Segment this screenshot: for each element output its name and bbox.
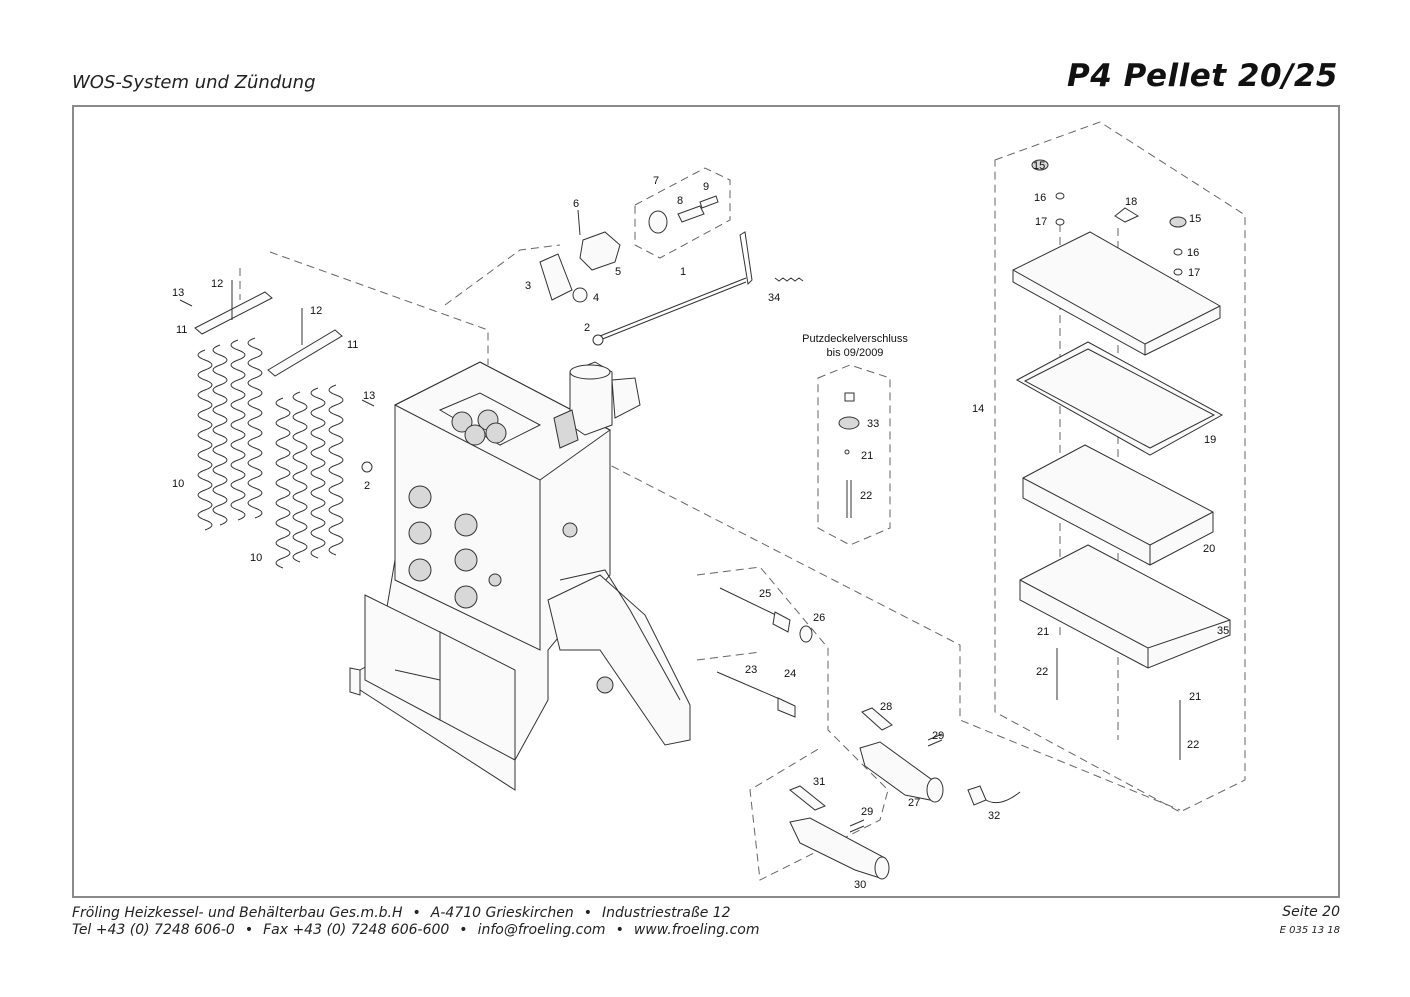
part-label: 11 <box>347 339 358 351</box>
part-label: 25 <box>759 588 771 600</box>
part-label: 21 <box>1189 691 1201 703</box>
part-label: 17 <box>1188 267 1200 279</box>
part-label: 30 <box>854 879 866 891</box>
footer-separator: • <box>615 922 624 938</box>
footer-phone: Tel +43 (0) 7248 606-0 <box>72 922 235 938</box>
ignition-parts <box>716 587 1021 880</box>
part-labels: 1 2 2 3 4 5 6 7 8 9 10 10 11 11 12 12 13… <box>172 160 1229 891</box>
part-label: 22 <box>1187 739 1199 751</box>
part-label: 24 <box>784 668 796 680</box>
footer-city: A-4710 Grieskirchen <box>430 905 574 921</box>
part-label: 32 <box>988 810 1000 822</box>
footer-email[interactable]: info@froeling.com <box>477 922 606 938</box>
product-title: P4 Pellet 20/25 <box>1067 58 1338 94</box>
note-line-1: Putzdeckelverschluss <box>802 333 908 345</box>
cover-latch-parts <box>838 392 860 518</box>
part-label: 3 <box>525 280 531 292</box>
part-label: 17 <box>1035 216 1047 228</box>
footer-web[interactable]: www.froeling.com <box>633 922 760 938</box>
part-label: 12 <box>310 305 322 317</box>
part-label: 15 <box>1189 213 1201 225</box>
part-label: 21 <box>1037 626 1049 638</box>
part-label: 18 <box>1125 196 1137 208</box>
part-label: 29 <box>861 806 873 818</box>
footer-company: Fröling Heizkessel- und Behälterbau Ges.… <box>72 905 403 921</box>
part-label: 16 <box>1034 192 1046 204</box>
part-label: 20 <box>1203 543 1215 555</box>
part-label: 8 <box>677 195 683 207</box>
part-label: 23 <box>745 664 757 676</box>
part-label: 16 <box>1187 247 1199 259</box>
part-label: 9 <box>703 181 709 193</box>
part-label: 2 <box>584 322 590 334</box>
drawing-frame <box>72 105 1340 898</box>
footer-contact-line: Tel +43 (0) 7248 606-0 • Fax +43 (0) 7248 … <box>72 922 760 938</box>
part-label: 1 <box>680 266 686 278</box>
footer-separator: • <box>583 905 592 921</box>
part-label: 10 <box>172 478 184 490</box>
part-label: 6 <box>573 198 579 210</box>
wos-drive-parts <box>361 195 804 473</box>
part-label: 19 <box>1204 434 1216 446</box>
part-label: 14 <box>972 403 984 415</box>
part-label: 26 <box>813 612 825 624</box>
footer-street: Industriestraße 12 <box>601 905 731 921</box>
part-label: 27 <box>908 797 920 809</box>
part-label: 29 <box>932 730 944 742</box>
part-label: 4 <box>593 292 599 304</box>
footer-separator: • <box>244 922 254 938</box>
part-label: 33 <box>867 418 879 430</box>
footer-separator: • <box>459 922 468 938</box>
part-label: 13 <box>172 287 184 299</box>
cover-assembly <box>1012 159 1231 760</box>
part-label: 11 <box>176 324 187 336</box>
part-label: 21 <box>861 450 873 462</box>
page-number: Seite 20 <box>1282 904 1340 920</box>
part-label: 22 <box>1036 666 1048 678</box>
part-label: 2 <box>364 480 370 492</box>
part-label: 13 <box>363 390 375 402</box>
part-label: 34 <box>768 292 780 304</box>
drawing-note: Putzdeckelverschluss bis 09/2009 <box>802 333 908 359</box>
part-label: 15 <box>1033 160 1045 172</box>
part-label: 31 <box>813 776 825 788</box>
footer-fax: Fax +43 (0) 7248 606-600 <box>263 922 450 938</box>
part-label: 28 <box>880 701 892 713</box>
footer-separator: • <box>412 905 421 921</box>
section-title: WOS-System und Zündung <box>72 72 316 93</box>
part-label: 5 <box>615 266 621 278</box>
part-label: 12 <box>211 278 223 290</box>
turbulator-springs <box>179 280 375 569</box>
part-label: 35 <box>1217 625 1229 637</box>
part-label: 7 <box>653 175 659 187</box>
document-number: E 035 13 18 <box>1279 925 1340 936</box>
footer-company-line: Fröling Heizkessel- und Behälterbau Ges.… <box>72 905 731 921</box>
note-line-2: bis 09/2009 <box>827 347 884 359</box>
part-label: 10 <box>250 552 262 564</box>
part-label: 22 <box>860 490 872 502</box>
boiler-body <box>349 361 691 791</box>
